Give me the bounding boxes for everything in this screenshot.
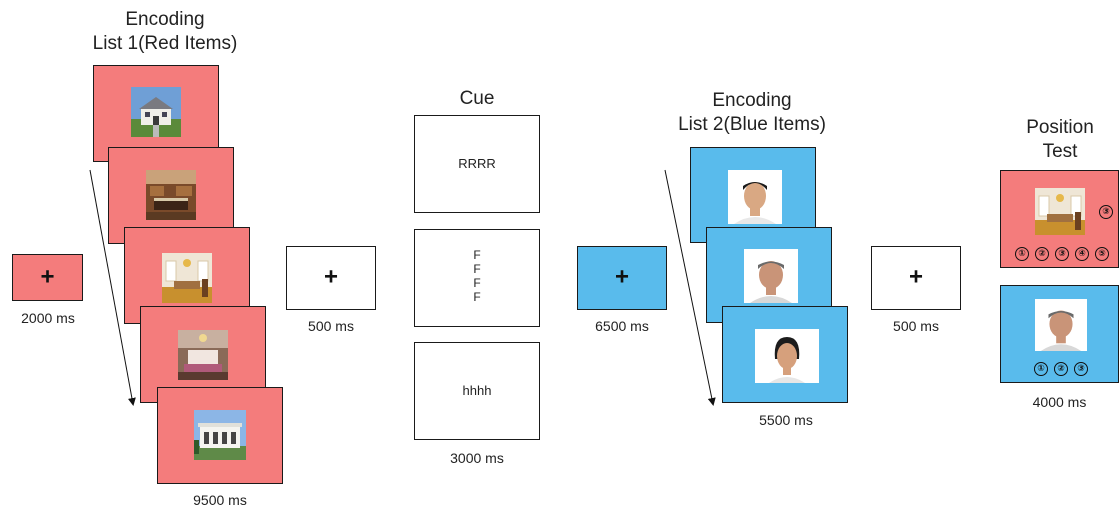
- test-title: Position Test: [1006, 116, 1114, 164]
- cue-text-bottom: hhhh: [462, 383, 492, 398]
- test-frame-blue: ① ② ③: [1000, 285, 1119, 383]
- fixation-cross: +: [323, 263, 338, 291]
- encoding1-title-line2: List 1(Red Items): [92, 33, 238, 54]
- position-option-2: ②: [1054, 362, 1068, 376]
- fixation4-frame: +: [871, 246, 961, 310]
- cue-frame-top: RRRR: [414, 115, 540, 213]
- encoding1-title: Encoding List 1(Red Items): [80, 8, 250, 56]
- fixation-cross: +: [614, 263, 629, 291]
- kitchen-image: [146, 170, 196, 220]
- cue-duration: 3000 ms: [450, 450, 504, 466]
- living-room-image: [1035, 188, 1085, 235]
- position-option-2: ②: [1035, 247, 1049, 261]
- position-option-1: ①: [1015, 247, 1029, 261]
- test-frame-red: ③ ① ② ③ ④ ⑤: [1000, 170, 1119, 268]
- position-option-5: ⑤: [1095, 247, 1109, 261]
- position-option-4: ④: [1075, 247, 1089, 261]
- position-option-3: ③: [1055, 247, 1069, 261]
- test-duration: 4000 ms: [1032, 394, 1087, 410]
- cue-letter: F: [473, 262, 481, 276]
- encoding1-title-line1: Encoding: [125, 9, 205, 30]
- face-image-male-older: [1035, 299, 1087, 351]
- position-marker: ③: [1099, 205, 1113, 219]
- test-title-line2: Test: [1042, 141, 1078, 162]
- cue-letter: F: [473, 248, 481, 262]
- fixation3-duration: 6500 ms: [595, 318, 649, 334]
- fixation2-frame: +: [286, 246, 376, 310]
- fixation3-frame: +: [577, 246, 667, 310]
- face-image-male-older: [744, 249, 798, 303]
- cue-frame-middle: F F F F: [414, 229, 540, 327]
- position-option-1: ①: [1034, 362, 1048, 376]
- encoding2-title-line1: Encoding: [712, 90, 792, 111]
- cue-text-middle: F F F F: [415, 248, 539, 304]
- fixation4-duration: 500 ms: [893, 318, 939, 334]
- cue-letter: F: [473, 276, 481, 290]
- cue-title: Cue: [459, 88, 495, 109]
- encoding2-title: Encoding List 2(Blue Items): [660, 89, 844, 137]
- encoding2-title-line2: List 2(Blue Items): [678, 114, 826, 135]
- cue-letter: F: [473, 290, 481, 304]
- test-title-line1: Position: [1026, 117, 1094, 138]
- cue-text-top: RRRR: [458, 156, 496, 171]
- face-image-female: [755, 329, 819, 383]
- cue-frame-bottom: hhhh: [414, 342, 540, 440]
- encoding2-duration: 5500 ms: [759, 412, 813, 428]
- encoding1-duration: 9500 ms: [193, 492, 247, 508]
- encoding1-frame-5: [157, 387, 283, 484]
- house-image: [131, 87, 181, 137]
- face-image-male-young: [728, 170, 782, 224]
- fixation2-duration: 500 ms: [308, 318, 354, 334]
- fixation-cross: +: [908, 263, 923, 291]
- encoding2-frame-3: [722, 306, 848, 403]
- encoding1-frame-1: [93, 65, 219, 162]
- encoding1-frame-4: [140, 306, 266, 403]
- fixation1-frame: +: [12, 254, 83, 301]
- bedroom-image: [178, 330, 228, 380]
- building-image: [194, 410, 246, 460]
- position-option-3: ③: [1074, 362, 1088, 376]
- living-room-image: [162, 253, 212, 303]
- fixation1-duration: 2000 ms: [21, 310, 75, 326]
- fixation-cross: +: [40, 262, 55, 290]
